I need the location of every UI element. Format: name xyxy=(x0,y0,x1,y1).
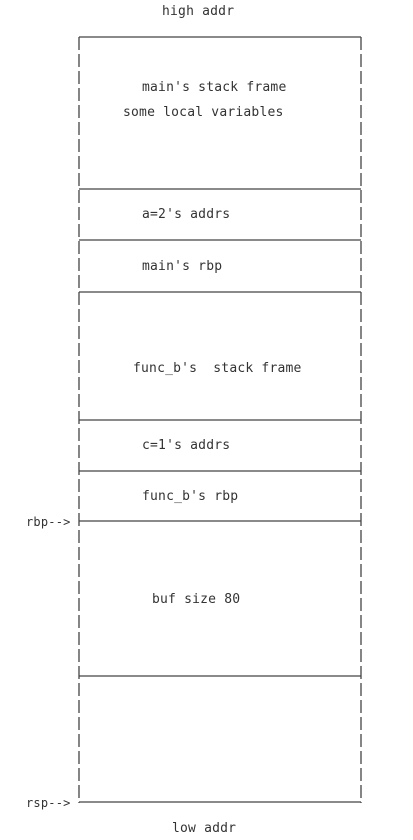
funcb-frame-label: func_b's stack frame xyxy=(133,361,302,376)
main-frame-label: main's stack frame xyxy=(142,80,287,95)
low-addr-label: low addr xyxy=(172,821,237,836)
funcb-rbp-label: func_b's rbp xyxy=(142,489,239,504)
main-rbp-label: main's rbp xyxy=(142,259,223,274)
buf-label: buf size 80 xyxy=(152,592,241,607)
a-addr-label: a=2's addrs xyxy=(142,207,231,222)
rbp-pointer: rbp--> xyxy=(26,515,71,529)
c-addr-label: c=1's addrs xyxy=(142,438,231,453)
high-addr-label: high addr xyxy=(162,4,235,19)
main-locals-label: some local variables xyxy=(123,105,284,120)
rsp-pointer: rsp--> xyxy=(26,796,71,810)
